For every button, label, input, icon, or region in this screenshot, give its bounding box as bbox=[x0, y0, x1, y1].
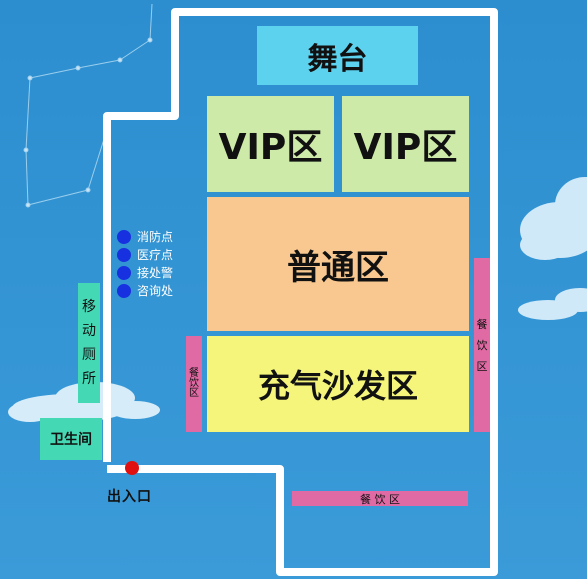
constellation-decoration bbox=[23, 3, 153, 208]
entrance-label: 出入口 bbox=[107, 489, 152, 505]
dining-right-char: 餐 bbox=[476, 317, 488, 331]
blue-dot-icon bbox=[117, 265, 131, 280]
stage-label: 舞台 bbox=[307, 41, 368, 77]
legend-label: 消防点 bbox=[137, 230, 174, 244]
vip-area-right: VIP区 bbox=[342, 96, 469, 192]
legend-item-info: 咨询处 bbox=[117, 282, 173, 299]
dining-bottom-label: 餐 饮 区 bbox=[360, 492, 400, 506]
dining-right-char: 区 bbox=[476, 359, 488, 373]
legend-item-police: 接处警 bbox=[117, 264, 173, 281]
dining-right-char: 饮 bbox=[476, 338, 488, 352]
restroom: 卫生间 bbox=[40, 418, 102, 460]
legend-item-fire: 消防点 bbox=[117, 228, 173, 245]
dining-area-left: 餐 饮 区 bbox=[186, 336, 202, 432]
dining-left-char: 餐 bbox=[189, 368, 199, 379]
dining-left-char: 区 bbox=[189, 388, 199, 399]
dining-left-char: 饮 bbox=[189, 378, 199, 389]
mobile-toilet-char: 动 bbox=[82, 323, 96, 339]
blue-dot-icon bbox=[117, 247, 131, 262]
restroom-label: 卫生间 bbox=[50, 432, 92, 448]
mobile-toilet: 移 动 厕 所 bbox=[78, 283, 100, 403]
dining-area-bottom: 餐 饮 区 bbox=[292, 491, 468, 506]
legend-label: 医疗点 bbox=[137, 248, 174, 262]
sofa-area-label: 充气沙发区 bbox=[257, 367, 418, 405]
blue-dot-icon bbox=[117, 229, 131, 244]
vip-area-left: VIP区 bbox=[207, 96, 334, 192]
vip-right-label: VIP区 bbox=[353, 127, 458, 168]
mobile-toilet-char: 厕 bbox=[82, 347, 96, 363]
mobile-toilet-char: 所 bbox=[82, 371, 96, 387]
venue-boundary bbox=[103, 8, 498, 576]
general-area-label: 普通区 bbox=[287, 247, 389, 288]
entrance-dot-icon bbox=[125, 461, 139, 475]
stage-area: 舞台 bbox=[257, 26, 418, 85]
dining-area-right: 餐 饮 区 bbox=[474, 258, 490, 432]
legend-label: 咨询处 bbox=[137, 284, 174, 298]
sofa-area: 充气沙发区 bbox=[207, 336, 469, 432]
cloud-right-decoration bbox=[518, 177, 587, 320]
general-area: 普通区 bbox=[207, 197, 469, 331]
mobile-toilet-char: 移 bbox=[82, 299, 96, 315]
vip-left-label: VIP区 bbox=[218, 127, 323, 168]
blue-dot-icon bbox=[117, 283, 131, 298]
legend-label: 接处警 bbox=[137, 266, 174, 280]
legend-item-medical: 医疗点 bbox=[117, 246, 173, 263]
